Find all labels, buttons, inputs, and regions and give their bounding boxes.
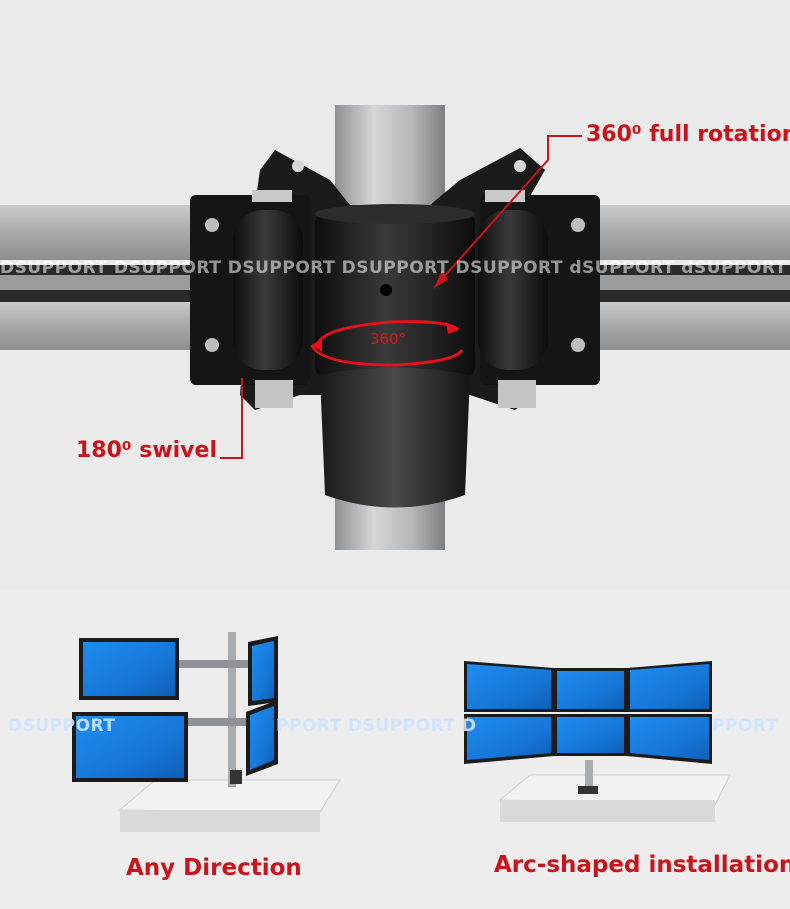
rubber-sleeve	[320, 367, 470, 508]
monitor-screen	[467, 664, 551, 709]
any-direction-caption: Any Direction	[126, 855, 302, 881]
monitor-screen	[557, 671, 624, 709]
mount-illustration	[0, 105, 790, 550]
swivel-callout: 180⁰ swivel	[76, 438, 217, 463]
watermark-bottom-mid: DSUPPORT D	[348, 716, 477, 736]
arc-installation-caption: Arc-shaped installation	[494, 852, 790, 878]
monitor-screen	[252, 641, 274, 701]
monitor-screen	[83, 642, 175, 696]
rotation-leader-line	[433, 135, 582, 289]
monitor-screen	[557, 717, 624, 753]
rotation-degree-label: 360°	[370, 330, 407, 348]
product-closeup: DSUPPORT DSUPPORT DSUPPORT DSUPPORT DSUP…	[0, 105, 790, 550]
watermark-bottom-left-tail: PPORT	[276, 716, 342, 736]
monitor-screen	[467, 717, 551, 760]
watermark-bottom-right-tail: PPORT	[712, 716, 778, 736]
center-clamp	[315, 212, 475, 377]
rotation-callout: 360⁰ full rotation	[586, 122, 790, 147]
monitor-screen	[250, 706, 274, 770]
monitor-screen	[630, 664, 709, 709]
arc-installation-scene	[464, 661, 731, 822]
watermark-top: DSUPPORT DSUPPORT DSUPPORT DSUPPORT DSUP…	[0, 258, 787, 278]
watermark-bottom-left: DSUPPORT	[8, 716, 116, 736]
swivel-leader-line	[220, 378, 243, 459]
monitor-screen	[630, 717, 709, 760]
